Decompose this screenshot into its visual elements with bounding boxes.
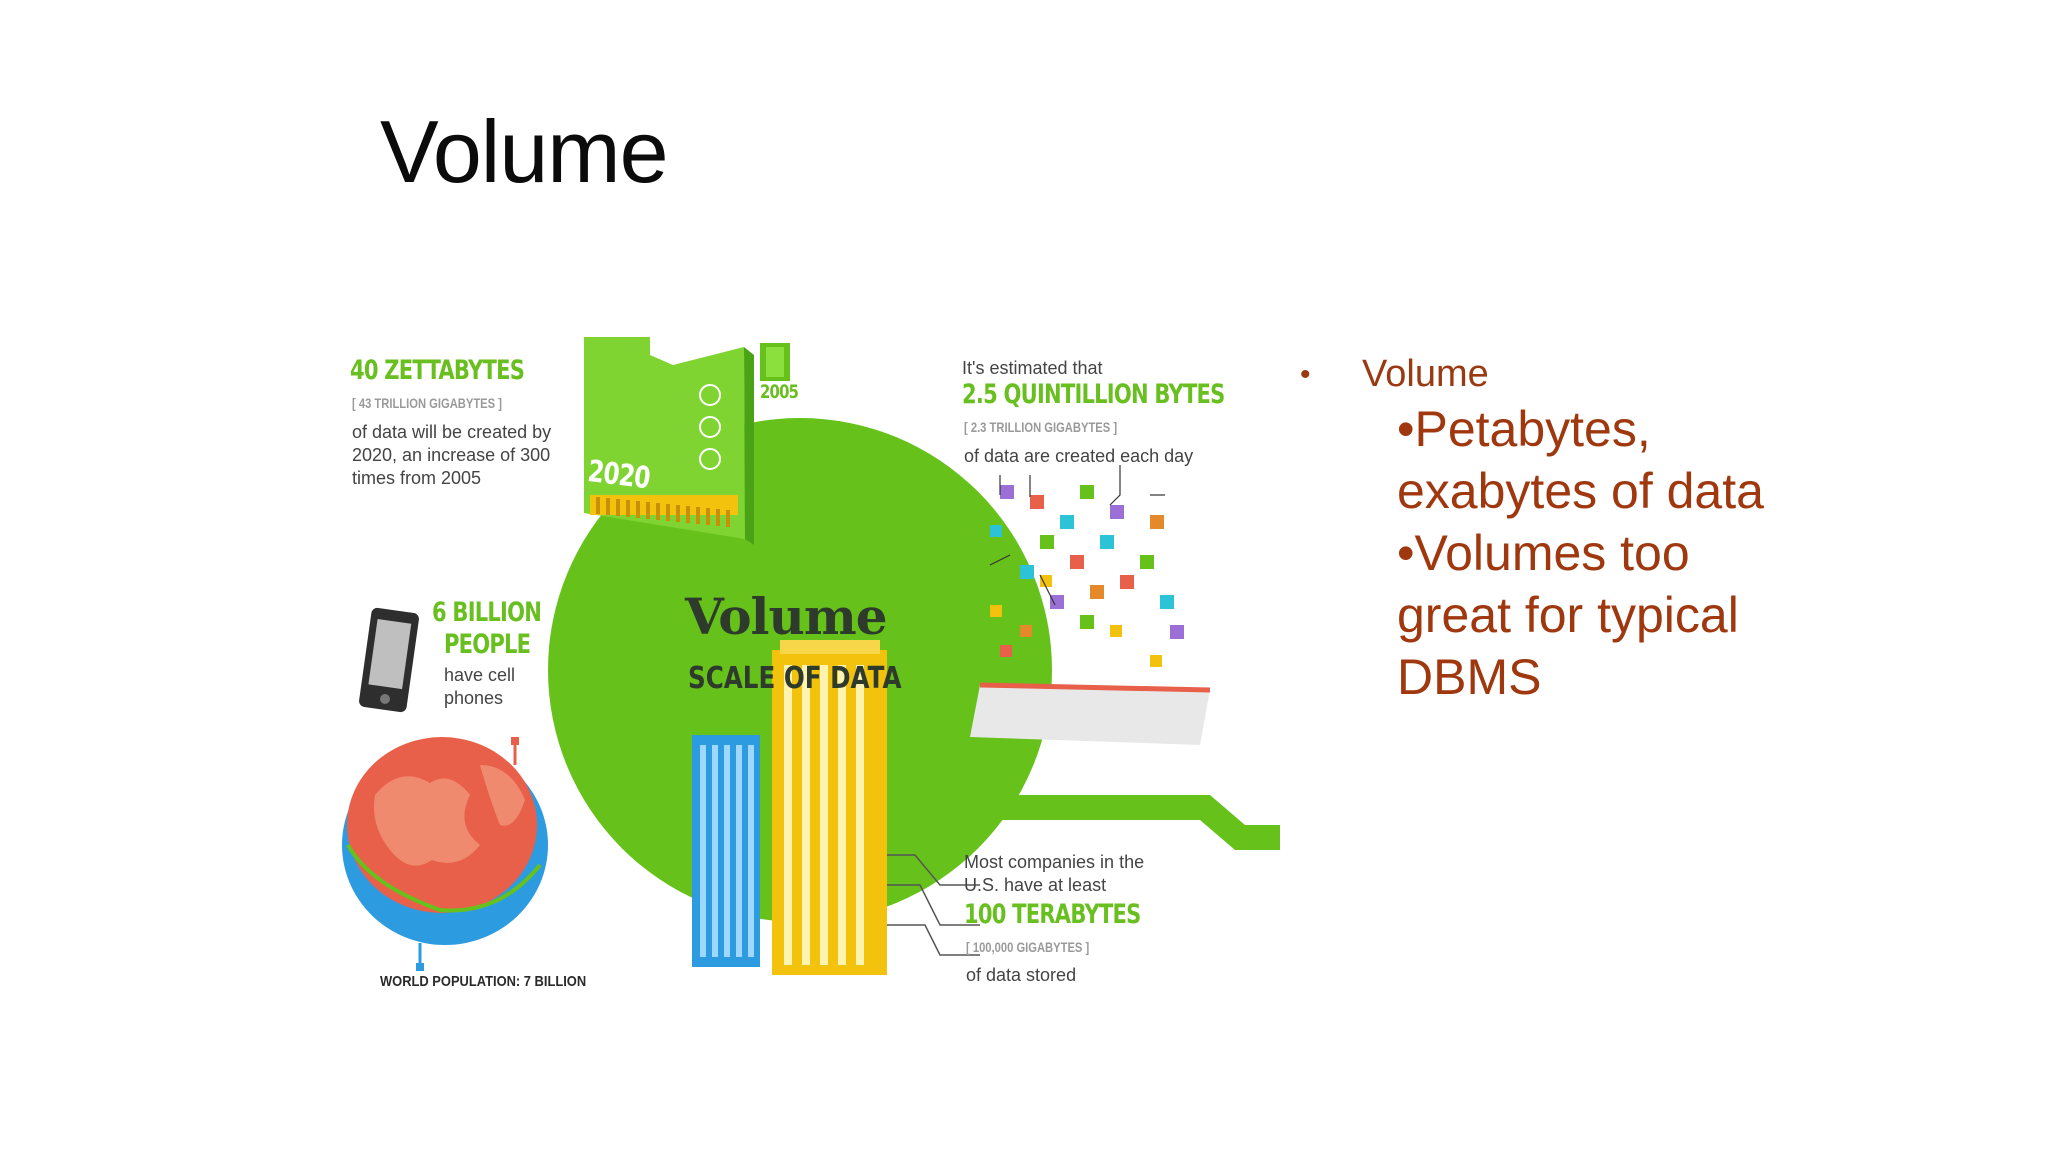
terabytes-line1: Most companies in the [964,852,1145,872]
bullet-volumes-line1: •Volumes too [1397,524,1690,581]
volume-infographic: 40 ZETTABYTES [ 43 TRILLION GIGABYTES ] … [340,325,1280,1005]
quintillion-headline: 2.5 QUINTILLION BYTES [962,379,1225,410]
zettabytes-bracket: [ 43 TRILLION GIGABYTES ] [352,395,502,411]
bullet-volume: • Volume [1300,352,2020,398]
people-headline-2: PEOPLE [444,629,531,660]
circuit-trace [980,765,1280,850]
quintillion-bracket: [ 2.3 TRILLION GIGABYTES ] [964,419,1118,435]
bullet-petabytes-line1: •Petabytes, [1397,400,1651,457]
terabytes-headline: 100 TERABYTES [964,899,1141,930]
buildings-icon [692,640,980,975]
people-line2: phones [444,688,504,708]
center-subtitle: SCALE OF DATA [688,661,902,696]
terabytes-line3: of data stored [966,965,1077,985]
memory-card-2005-icon [760,343,790,381]
infographic-graphic [342,337,1280,975]
bullet-petabytes: •Petabytes, exabytes of data [1300,398,2020,522]
bullet-petabytes-line2: exabytes of data [1397,462,1764,519]
center-title: Volume [685,587,888,646]
globe-icon [342,737,548,971]
year-2020-label: 2020 [585,454,652,497]
quintillion-intro: It's estimated that [962,358,1103,378]
bullet-volumes-line3: DBMS [1397,648,1542,705]
world-population-label: WORLD POPULATION: 7 BILLION [380,973,587,990]
quintillion-line1: of data are created each day [964,446,1194,466]
bullet-volumes-line2: great for typical [1397,586,1739,643]
slide-title: Volume [380,102,669,201]
year-2005-label: 2005 [760,381,799,403]
bullet-volume-text: Volume [1362,353,1489,395]
people-headline-1: 6 BILLION [432,597,542,628]
terabytes-bracket: [ 100,000 GIGABYTES ] [966,939,1090,955]
bullet-list: • Volume •Petabytes, exabytes of data •V… [1300,352,2020,708]
zettabytes-line3: times from 2005 [352,468,482,488]
bullet-volumes-too-great: •Volumes too great for typical DBMS [1300,522,2020,708]
cell-phone-icon [359,607,419,713]
data-cubes-icon [970,465,1211,745]
zettabytes-line2: 2020, an increase of 300 [352,445,551,465]
memory-card-2020-icon [584,337,754,545]
bullet-marker: • [1300,358,1311,391]
zettabytes-headline: 40 ZETTABYTES [350,355,525,386]
zettabytes-line1: of data will be created by [352,422,552,442]
people-line1: have cell [444,665,516,685]
terabytes-line2: U.S. have at least [964,875,1107,895]
